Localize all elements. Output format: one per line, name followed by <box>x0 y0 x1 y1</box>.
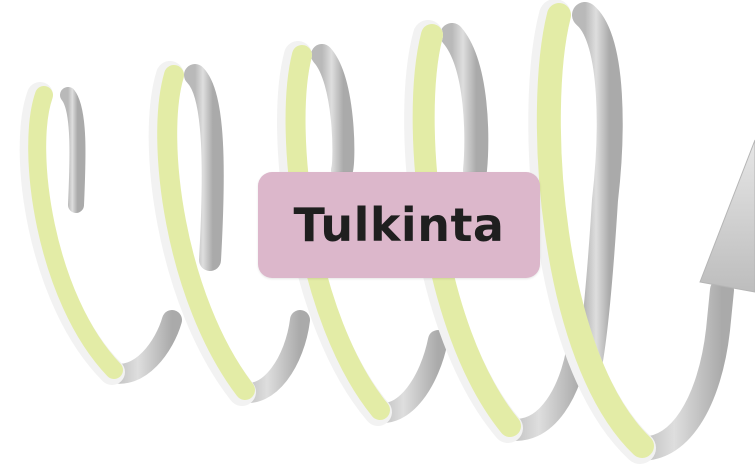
coil-5-bottom <box>623 278 734 461</box>
arrowhead-icon <box>699 139 755 293</box>
label-text: Tulkinta <box>293 198 505 252</box>
coil-4-back <box>440 23 489 182</box>
coil-2-back <box>184 64 224 271</box>
coil-2-front <box>157 65 255 400</box>
coil-5-back <box>572 2 623 373</box>
coil-1-front <box>28 86 123 379</box>
coil-5-front <box>536 3 654 458</box>
coil-3-back <box>311 44 355 181</box>
coil-1-back <box>60 87 86 213</box>
label-box: Tulkinta <box>258 172 540 278</box>
